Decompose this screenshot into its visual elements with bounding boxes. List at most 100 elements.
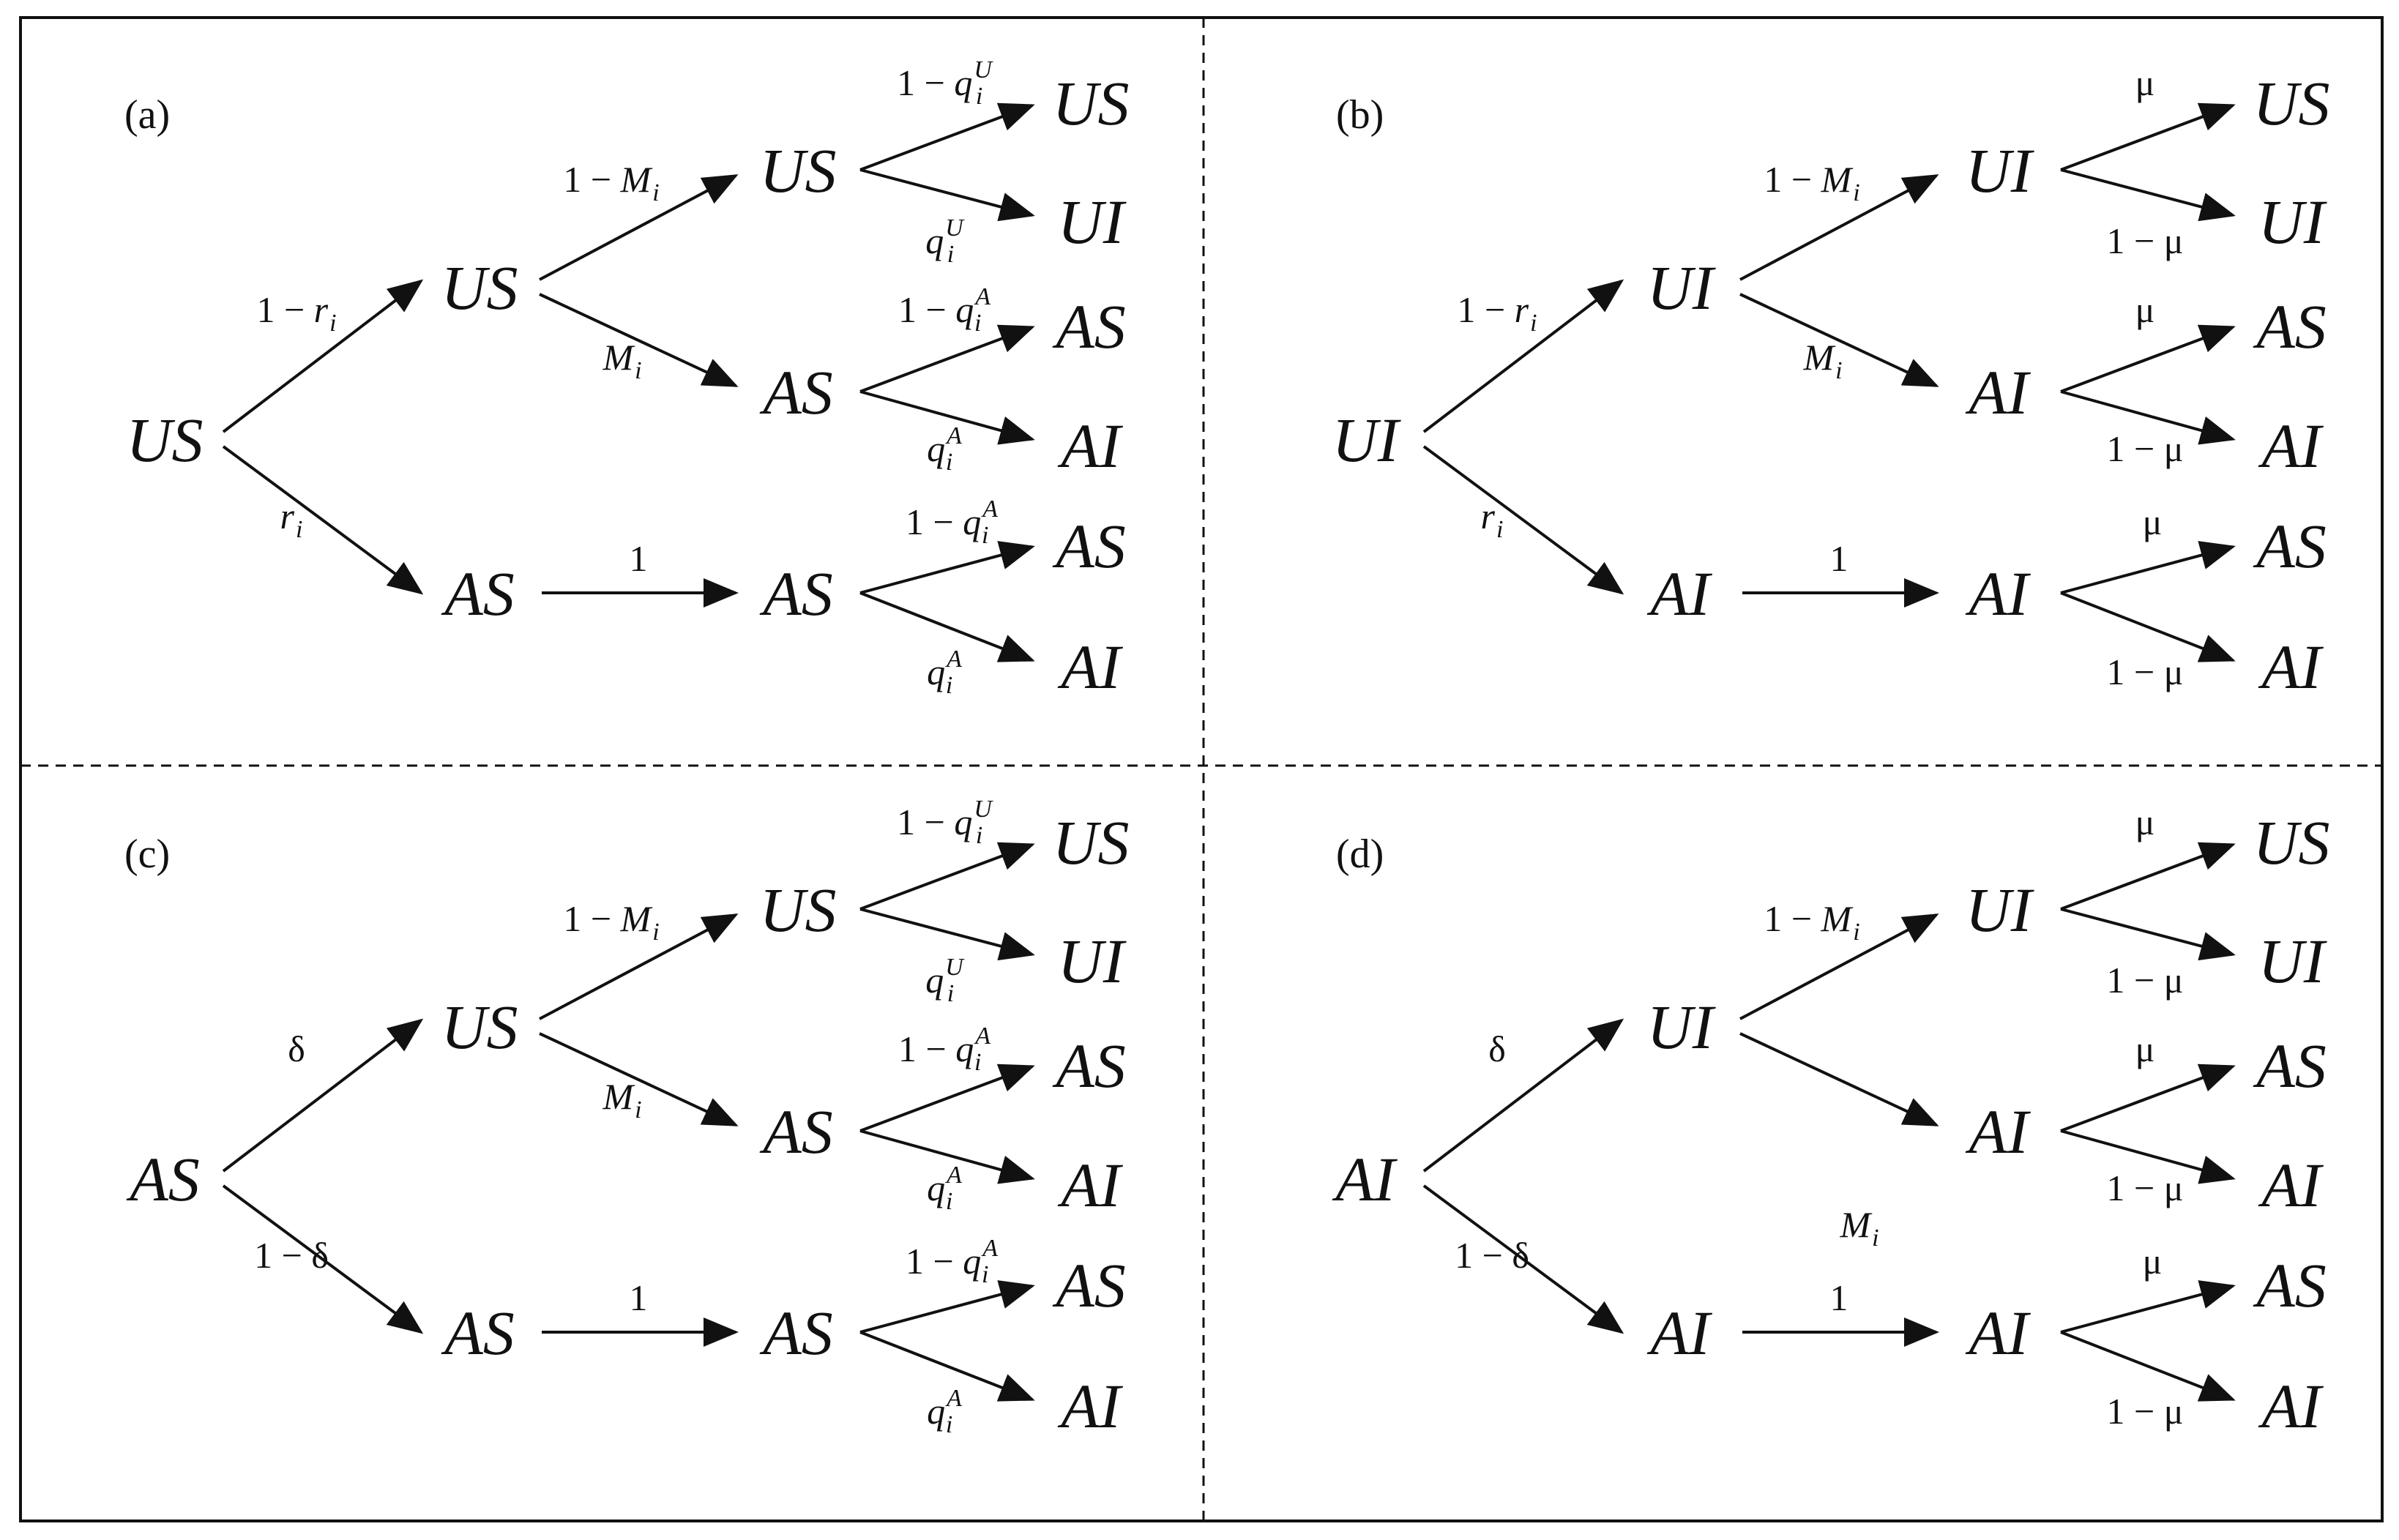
e-l5-arrow [859,541,1035,594]
e-l1-arrow [2060,842,2236,911]
node-l2: UI [2258,926,2327,996]
node-l3: AS [1052,291,1126,362]
node-g-uu: US [759,135,836,206]
node-l1: US [2253,807,2329,878]
node-l6: AI [1057,632,1123,702]
edge-label-root-dn: ri [1481,496,1504,543]
node-root: US [126,405,203,475]
edge-label-l2: 1 − μ [2106,220,2183,261]
edge-label-mid-dn: Mi [1802,337,1842,384]
e-l4-arrow [859,1129,1035,1184]
node-l5: AS [1052,1250,1126,1320]
node-g-du: AI [1965,1298,2031,1368]
e-l1-arrow [2060,102,2236,171]
e-l3-arrow [2060,1064,2236,1132]
e-l2-arrow [2060,168,2236,222]
node-m-dn: AS [441,558,515,629]
node-g-ud: AI [1965,1096,2031,1167]
e-l2-arrow [859,908,1035,961]
edge-label-mid-up: 1 − Mi [563,159,659,206]
e-l6-arrow [2060,591,2236,662]
node-l1: US [1052,68,1129,138]
edge-label-mid-up: 1 − Mi [1764,159,1859,206]
e-mid-dn-arrow [539,293,739,387]
edge-label-mid-dn: Mi [1839,1204,1878,1252]
e-mid-up-arrow [1739,174,1939,281]
e-mid-up-arrow [539,174,739,281]
e-mid-up-arrow [1739,913,1939,1020]
edge-label-mid-one: 1 [630,1277,648,1318]
node-g-du: AI [1965,558,2031,629]
node-l6: AI [1057,1371,1123,1441]
edge-label-mid-one: 1 [1830,1277,1848,1318]
node-m-up: UI [1647,992,1716,1062]
node-m-up: UI [1647,253,1716,323]
node-l6: AI [2258,1371,2324,1441]
e-l5-arrow [2060,541,2236,594]
node-m-dn: AI [1646,558,1712,629]
node-g-uu: UI [1966,875,2034,945]
e-root-dn-arrow [222,1184,424,1334]
edge-label-root-dn: 1 − δ [254,1235,329,1276]
e-l6-arrow [859,1331,1035,1402]
e-mid-up-arrow [539,913,739,1020]
edge-label-mid-one: 1 [1830,538,1848,579]
e-l3-arrow [859,1064,1035,1132]
edge-label-l4: 1 − μ [2106,428,2183,469]
node-l4: AI [1057,1150,1123,1220]
edge-label-mid-dn: Mi [602,1076,641,1124]
node-l5: AS [1052,511,1126,581]
edge-label-l6: 1 − μ [2106,651,2183,692]
node-g-ud: AI [1965,357,2031,427]
panel-tag: (d) [1336,831,1384,877]
node-l2: UI [2258,187,2327,257]
node-root: UI [1332,405,1401,475]
node-m-dn: AI [1646,1298,1712,1368]
edge-label-root-up: 1 − ri [256,289,336,337]
edge-label-l5: μ [2143,501,2163,542]
e-l2-arrow [859,168,1035,222]
e-l5-arrow [859,1280,1035,1334]
node-m-dn: AS [441,1298,515,1368]
node-l2: UI [1058,187,1127,257]
edge-label-root-up: 1 − ri [1457,289,1537,337]
e-l4-arrow [2060,390,2236,445]
node-g-uu: US [759,875,836,945]
node-l2: UI [1058,926,1127,996]
node-g-ud: AS [759,357,833,427]
e-l6-arrow [859,591,1035,662]
edge-label-l3: μ [2135,1028,2155,1069]
edge-label-l6: 1 − μ [2106,1391,2183,1432]
edge-label-mid-dn: Mi [602,337,641,384]
edge-label-l2: 1 − μ [2106,960,2183,1001]
panel-tag: (c) [124,831,170,877]
node-l4: AI [2258,411,2324,481]
e-root-up-arrow [222,279,424,433]
e-root-up-arrow [1422,279,1624,433]
edge-label-root-up: δ [1488,1028,1506,1069]
e-l1-arrow [859,842,1035,911]
e-mid-dn-arrow [1739,1032,1939,1126]
node-l3: AS [2253,291,2327,362]
edge-label-l1: μ [2135,801,2155,842]
e-root-dn-arrow [1422,1184,1624,1334]
figure-border [19,16,2384,1522]
edge-label-root-dn: 1 − δ [1455,1235,1529,1276]
node-m-up: US [441,992,518,1062]
node-g-du: AS [759,1298,833,1368]
e-mid-dn-arrow [1739,293,1939,387]
node-l3: AS [2253,1031,2327,1101]
